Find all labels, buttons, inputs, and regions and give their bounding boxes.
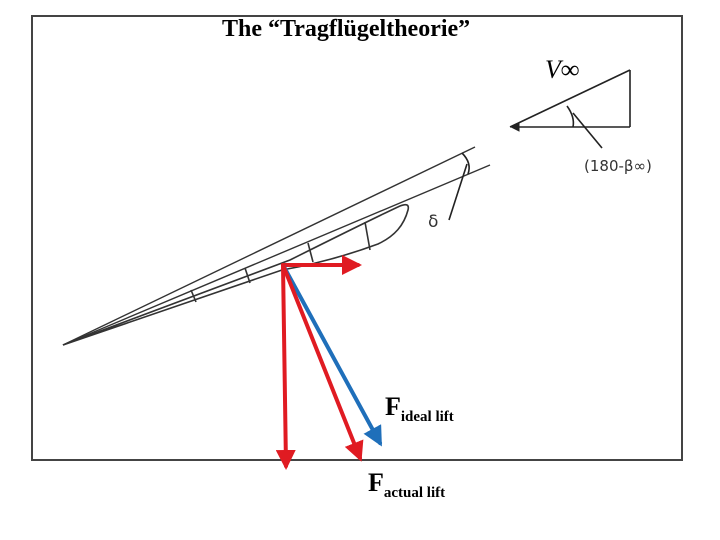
force-vectors [275,255,382,470]
vertical-force-arrow [275,263,296,470]
ideal-lift-label: Fideal lift [385,392,454,425]
diagram-title: The “Tragflügeltheorie” [222,16,471,42]
actual-lift-arrow [281,263,364,462]
actual-lift-label: Factual lift [368,468,446,501]
ideal-lift-subscript: ideal lift [400,409,454,425]
delta-label: δ [428,212,439,232]
ideal-lift-arrow [281,263,382,447]
actual-lift-letter: F [368,468,384,497]
figure-border [31,15,683,461]
velocity-label: V∞ [545,55,580,84]
flow-angle-label: (180-β∞) [584,157,652,175]
velocity-triangle [509,69,631,149]
actual-lift-subscript: actual lift [383,485,446,501]
blade-profile [62,203,410,346]
chord-lines [62,146,491,346]
ideal-lift-letter: F [385,392,401,421]
delta-angle-marker [448,152,470,221]
